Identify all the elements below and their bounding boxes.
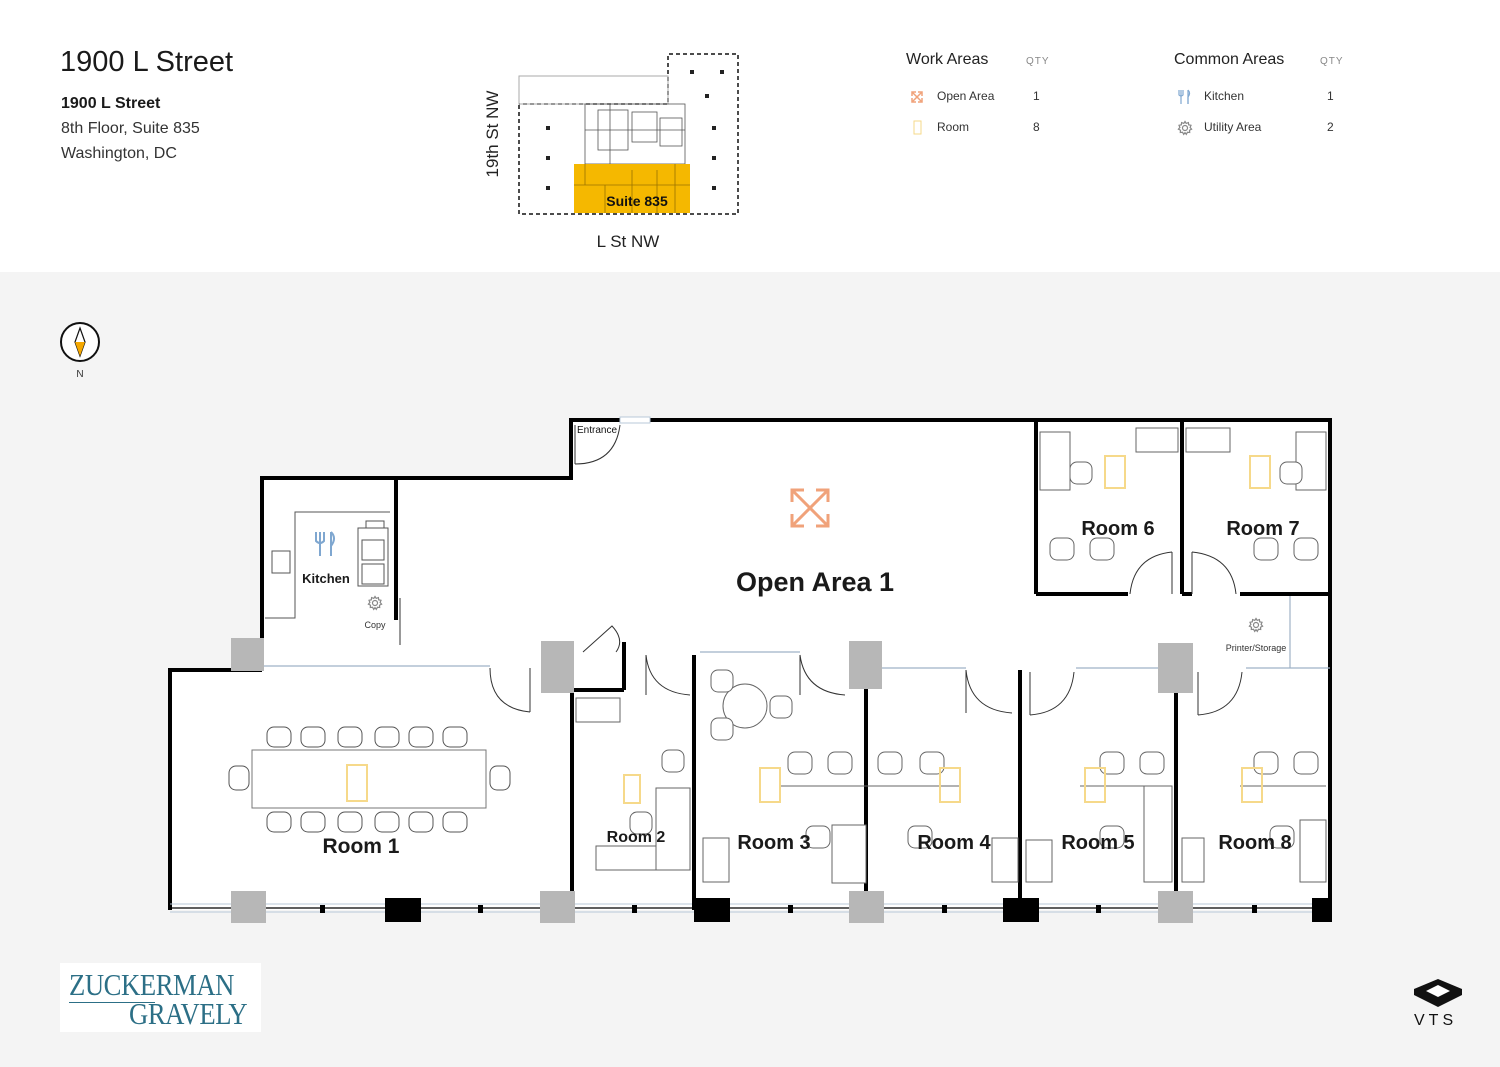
room8-label: Room 8	[1218, 832, 1291, 854]
key-plan-core	[584, 103, 686, 165]
room1-label: Room 1	[322, 835, 399, 858]
open-area-icon	[911, 91, 923, 103]
legend-common-heading: Common Areas	[1174, 51, 1285, 68]
compass-north-label: N	[76, 369, 83, 380]
room5-door-icon	[1084, 767, 1106, 803]
kitchen-fixtures	[265, 511, 390, 619]
room3-label: Room 3	[737, 832, 810, 854]
legend-qty-kitchen: 1	[1327, 89, 1334, 103]
legend-item-open-area: Open Area	[937, 89, 995, 103]
suite-highlight-lines	[574, 164, 690, 213]
address-suite: 8th Floor, Suite 835	[61, 120, 200, 137]
kitchen-marker-icon	[315, 531, 335, 556]
key-plan-outline	[518, 53, 739, 215]
legend-qty-utility: 2	[1327, 120, 1334, 134]
gear-icon	[1177, 120, 1193, 136]
room5-label: Room 5	[1061, 832, 1134, 854]
compass: N	[60, 322, 100, 380]
room7-door-icon	[1249, 455, 1271, 489]
legend-qty-room: 8	[1033, 120, 1040, 134]
zuckerman-gravely-logo[interactable]: ZUCKERMAN GRAVELY	[60, 963, 261, 1032]
glass-partitions	[262, 596, 1330, 669]
kitchen-utensils-icon	[1178, 89, 1191, 104]
room2-label: Room 2	[607, 829, 666, 846]
room3-door-icon	[759, 767, 781, 803]
room6-door-icon	[1104, 455, 1126, 489]
logo-line1: ZUCKERMAN	[69, 967, 234, 1002]
legend-item-room: Room	[937, 120, 970, 134]
address-city: Washington, DC	[61, 145, 177, 162]
structural-piers	[320, 898, 1332, 922]
room1-door-icon	[346, 764, 368, 802]
street-19th-label: 19th St NW	[483, 91, 502, 178]
room6-room7-furniture	[1039, 427, 1327, 561]
room3-room4-furniture	[702, 669, 1019, 884]
room4-door-icon	[939, 767, 961, 803]
south-windows	[170, 903, 1330, 913]
legend-work-heading: Work Areas	[906, 51, 989, 68]
legend-item-kitchen: Kitchen	[1204, 89, 1245, 103]
room-door-icon	[913, 120, 922, 135]
logo-rule	[69, 1002, 155, 1003]
room-icons	[346, 455, 1271, 804]
room7-label: Room 7	[1226, 518, 1299, 540]
room2-furniture	[575, 697, 691, 871]
room8-door-icon	[1241, 767, 1263, 803]
address-building: 1900 L Street	[61, 95, 161, 112]
open-area-label: Open Area 1	[736, 567, 894, 597]
legend-item-utility: Utility Area	[1204, 120, 1262, 134]
copy-label: Copy	[364, 620, 386, 630]
key-plan-columns	[546, 70, 724, 190]
open-area-marker-icon	[790, 488, 830, 528]
printer-storage-label: Printer/Storage	[1226, 643, 1287, 653]
legend-common-qty-header: QTY	[1320, 56, 1344, 67]
logo-line2: GRAVELY	[129, 996, 248, 1031]
vts-wordmark: VTS	[1414, 1012, 1458, 1029]
conference-chairs	[228, 726, 511, 833]
entrance-label: Entrance	[577, 425, 617, 436]
street-l-label: L St NW	[597, 232, 660, 251]
interior-walls	[394, 420, 1330, 910]
legend-work-qty-header: QTY	[1026, 56, 1050, 67]
vts-logo-icon[interactable]	[1408, 975, 1468, 1035]
suite-label: Suite 835	[606, 193, 668, 209]
key-plan: Suite 835 19th St NW L St NW	[483, 53, 739, 251]
conference-table	[251, 749, 487, 809]
room6-label: Room 6	[1081, 518, 1154, 540]
legend-qty-open-area: 1	[1033, 89, 1040, 103]
columns	[231, 638, 1193, 923]
room4-label: Room 4	[917, 832, 991, 854]
entrance-window	[619, 416, 651, 424]
header-panel	[0, 0, 1500, 272]
copy-gear-icon	[367, 595, 383, 611]
kitchen-label: Kitchen	[302, 571, 350, 586]
compass-needle-fill	[75, 342, 85, 356]
page-title: 1900 L Street	[60, 46, 234, 78]
room2-door-icon	[623, 774, 641, 804]
printer-gear-icon	[1248, 617, 1264, 633]
door-swings	[399, 424, 1243, 716]
